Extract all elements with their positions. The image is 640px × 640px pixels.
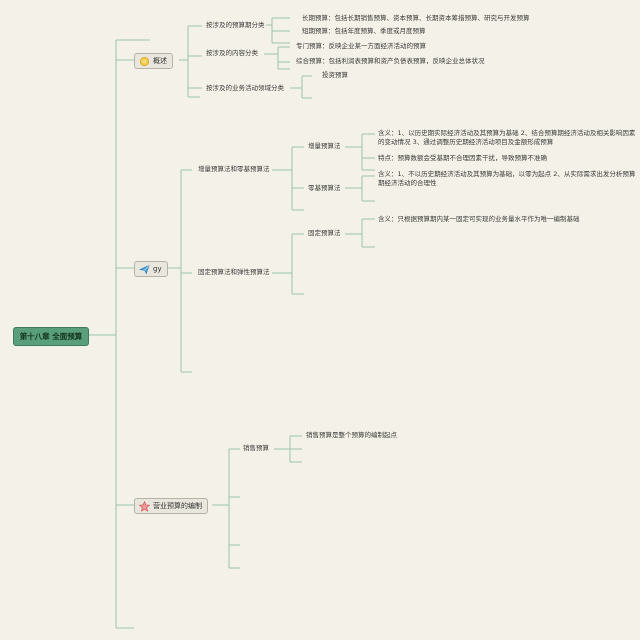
topic-overview[interactable]: 概述: [134, 53, 173, 69]
investment-budget-text[interactable]: 投资预算: [322, 71, 348, 79]
topic-overview-label: 概述: [153, 57, 167, 65]
by-content-label[interactable]: 按涉及的内容分类: [206, 49, 258, 57]
topic-methods-label: gy: [153, 265, 162, 273]
star-icon: [139, 500, 150, 512]
long-term-budget-text[interactable]: 长期预算：包括长期销售预算、资本预算、长期资本筹措预算、研究与开发预算: [302, 14, 530, 22]
sales-budget-label[interactable]: 销售预算: [243, 444, 269, 452]
incremental-feature-text[interactable]: 特点：预算数额会受基期不合理因素干扰，导致预算不准确: [378, 154, 547, 162]
comprehensive-budget-text[interactable]: 综合预算：包括利润表预算和资产负债表预算，反映企业总体状况: [296, 57, 485, 65]
root-topic[interactable]: 第十八章 全面预算: [13, 327, 89, 346]
sales-start-text[interactable]: 销售预算是整个预算的编制起点: [306, 431, 397, 439]
by-period-label[interactable]: 按涉及的预算期分类: [206, 21, 265, 29]
incremental-method-label[interactable]: 增量预算法: [308, 142, 341, 150]
paper-plane-icon: [139, 264, 150, 274]
fixed-method-label[interactable]: 固定预算法: [308, 229, 341, 237]
short-term-budget-text[interactable]: 短期预算：包括年度预算、季度或月度预算: [302, 27, 426, 35]
fixed-meaning-text[interactable]: 含义：只根据预算期内某一固定可实现的业务量水平作为唯一编制基础: [378, 215, 580, 223]
by-activity-label[interactable]: 按涉及的业务活动领域分类: [206, 84, 284, 92]
incremental-meaning-text[interactable]: 含义：1、以历史期实际经济活动及其预算为基础 2、结合预算期经济活动及相关影响因…: [378, 129, 636, 146]
topic-operating-budget-label: 营业预算的编制: [153, 502, 202, 510]
special-budget-text[interactable]: 专门预算：反映企业某一方面经济活动的预算: [296, 42, 426, 50]
topic-operating-budget[interactable]: 营业预算的编制: [134, 498, 208, 514]
sun-icon: [139, 56, 150, 66]
incremental-zero-label[interactable]: 增量预算法和零基预算法: [198, 165, 270, 173]
topic-methods[interactable]: gy: [134, 261, 168, 277]
fixed-flexible-label[interactable]: 固定预算法和弹性预算法: [198, 268, 270, 276]
zero-based-meaning-text[interactable]: 含义：1、不以历史期经济活动及其预算为基础，以零为起点 2、从实际需求出发分析预…: [378, 170, 636, 187]
zero-based-method-label[interactable]: 零基预算法: [308, 184, 341, 192]
